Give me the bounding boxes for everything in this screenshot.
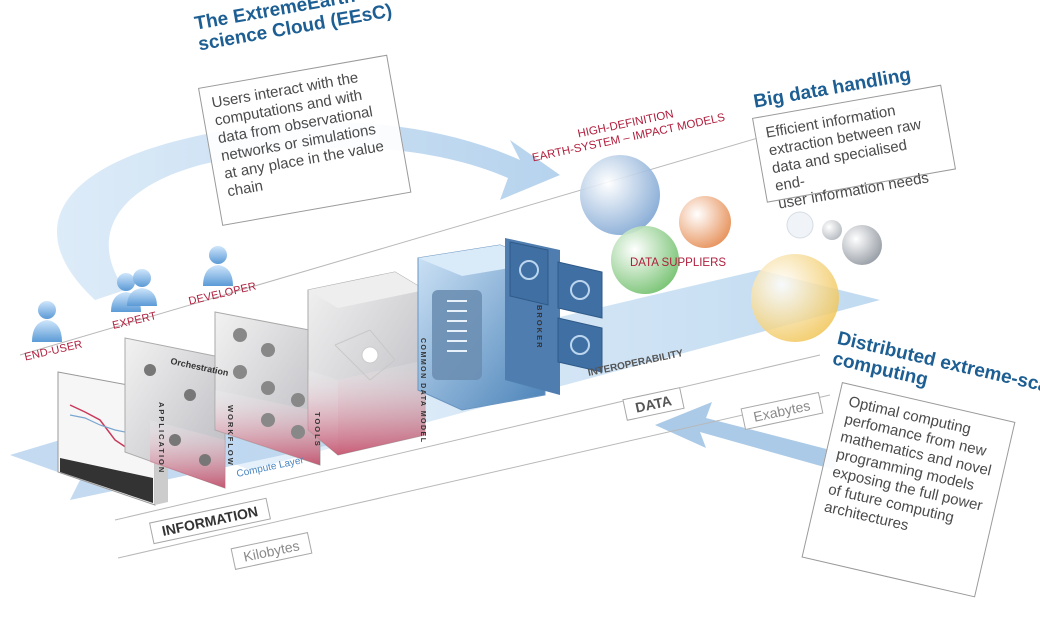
common-data-model-label: COMMON DATA MODEL (419, 338, 426, 444)
guide-line-mid (114, 354, 821, 521)
data-input-arrow (655, 402, 838, 470)
common-data-model-block (307, 271, 426, 456)
application-panel (57, 371, 168, 506)
expert-icon (111, 269, 157, 312)
developer-icon (203, 246, 233, 286)
feedback-loop-arrow (57, 121, 560, 301)
broker-adapters (509, 241, 603, 373)
guide-line-bottom (117, 394, 831, 559)
tools-panel (214, 311, 321, 466)
workflow-panel (124, 337, 226, 489)
workflow-label: WORKFLOW (226, 405, 235, 467)
guide-line-top (19, 107, 861, 356)
application-label: APPLICATION (157, 402, 166, 475)
data-spheres (580, 155, 882, 342)
tools-label: TOOLS (313, 412, 322, 448)
data-suppliers-label: DATA SUPPLIERS (630, 257, 727, 269)
broker-label: BROKER (535, 305, 544, 350)
end-user-icon (32, 301, 62, 342)
